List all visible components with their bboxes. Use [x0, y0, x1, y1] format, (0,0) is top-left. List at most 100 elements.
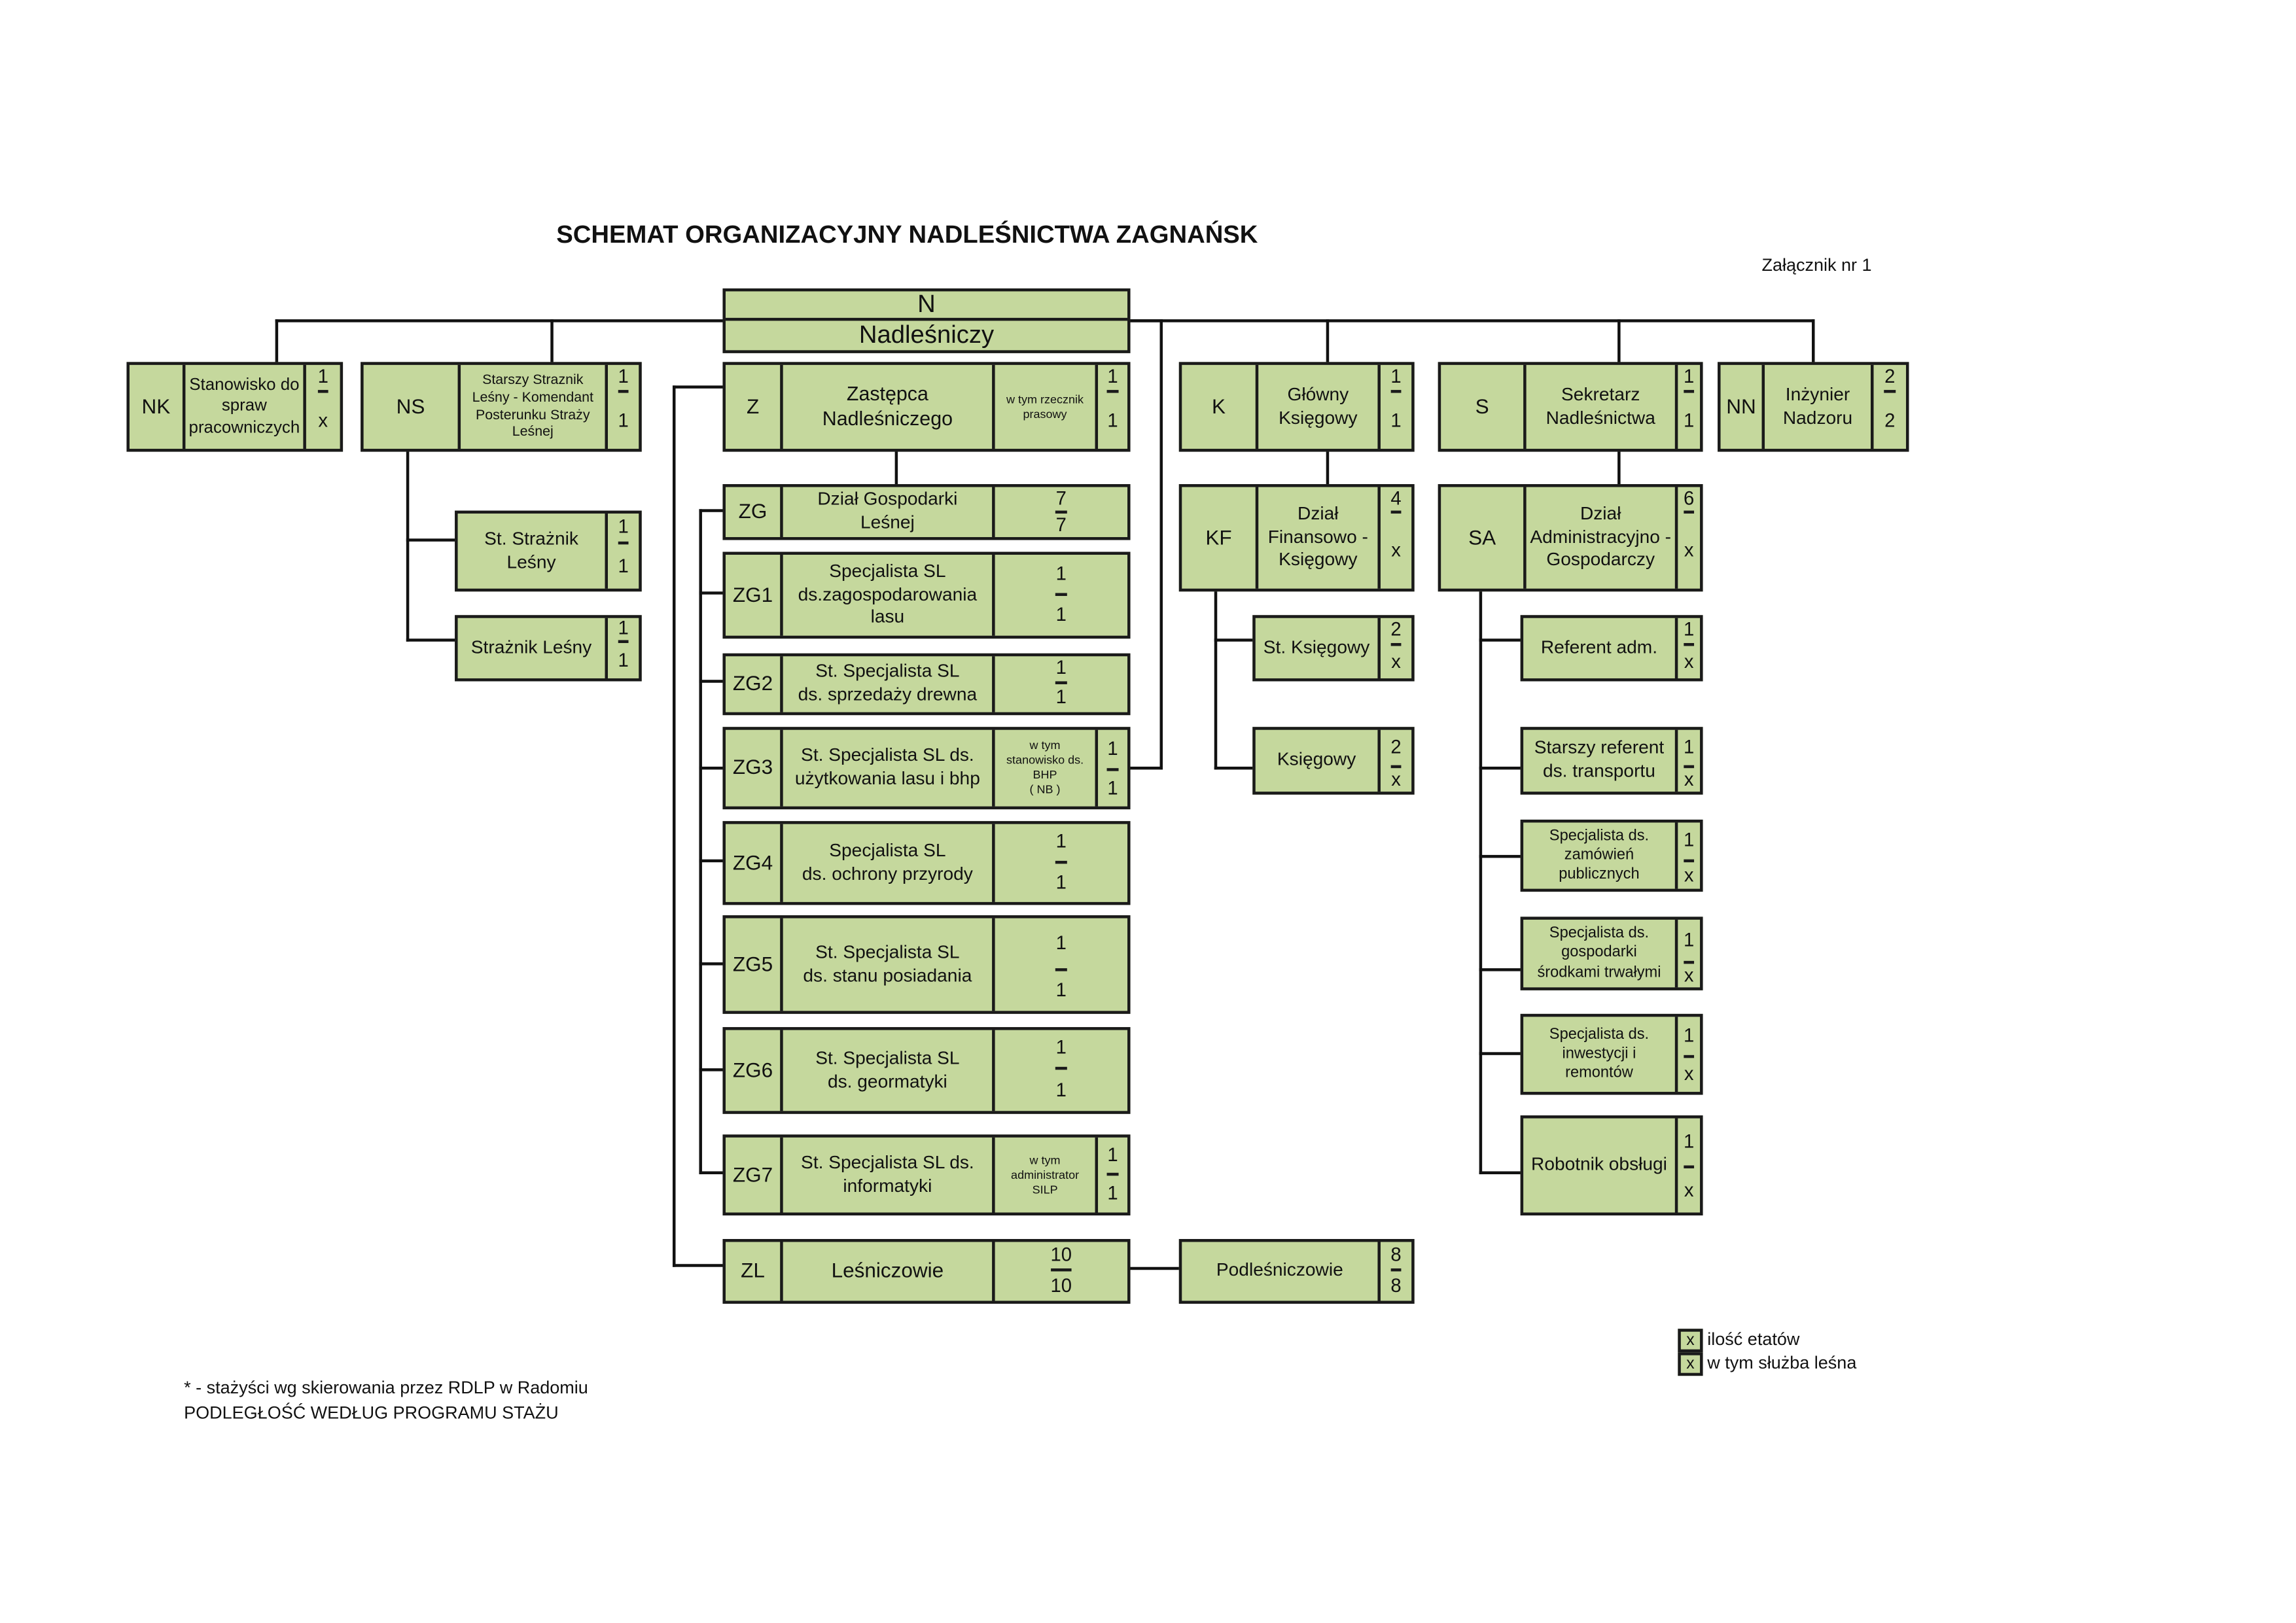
connector-line — [1479, 1052, 1522, 1055]
connector-line — [1160, 319, 1163, 769]
connector-line — [550, 319, 554, 364]
forest-service-count: 1 — [1107, 1182, 1118, 1204]
connector-line — [1129, 319, 1814, 323]
unit-code: NK — [141, 394, 171, 418]
connector-line — [275, 319, 724, 323]
connector-line — [1326, 319, 1329, 364]
forest-service-count: x — [1684, 1178, 1694, 1201]
forest-service-count: 1 — [1107, 409, 1118, 431]
unit-N: N Nadleśniczy — [722, 288, 1131, 353]
annex-label: Załącznik nr 1 — [1761, 254, 1872, 275]
connector-line — [1479, 855, 1522, 858]
forest-service-count: 1 — [1390, 409, 1402, 431]
connector-line — [406, 638, 456, 642]
forest-service-count: x — [1684, 767, 1694, 790]
total-posts-count: 1 — [1055, 656, 1067, 684]
unit-title: Robotnik obsługi — [1531, 1153, 1667, 1175]
unit-title: Specjalista ds. zamówień publicznych — [1549, 826, 1650, 883]
total-posts-count: 1 — [1107, 730, 1118, 771]
total-posts-count: 8 — [1390, 1242, 1402, 1272]
unit-code: SA — [1468, 525, 1496, 549]
forest-service-count: x — [1391, 539, 1401, 561]
forest-service-count: x — [1684, 963, 1694, 986]
forest-service-count: x — [1391, 650, 1401, 672]
unit-code: ZG1 — [732, 582, 773, 606]
unit-title: St. Specjalista SL ds. sprzedaży drewna — [780, 656, 992, 712]
total-posts-count: 1 — [1055, 1030, 1067, 1070]
unit-code: NN — [1726, 394, 1756, 418]
unit-note: w tym rzecznik prasowy — [992, 364, 1095, 449]
unit-title: Dział Administracyjno - Gospodarczy — [1523, 487, 1675, 589]
total-posts-count: 1 — [1055, 555, 1067, 597]
total-posts-count: 7 — [1055, 487, 1067, 514]
connector-line — [699, 680, 724, 683]
unit-code: ZL — [741, 1258, 765, 1282]
forest-service-count: x — [1684, 650, 1694, 672]
unit-code: ZG5 — [732, 951, 773, 975]
forest-service-count: 1 — [618, 409, 629, 431]
unit-title: Główny Księgowy — [1255, 364, 1378, 449]
unit-title: Zastępca Nadleśniczego — [780, 364, 992, 449]
connector-line — [699, 767, 724, 769]
connector-line — [1479, 1172, 1522, 1174]
total-posts-count: 1 — [618, 618, 629, 643]
forest-service-count: 1 — [618, 648, 629, 671]
connector-line — [1214, 767, 1254, 769]
total-posts-count: 2 — [1884, 365, 1896, 393]
unit-code: S — [1475, 394, 1489, 418]
forest-service-count: 1 — [1055, 979, 1067, 1002]
unit-title: Dział Gospodarki Leśnej — [780, 487, 992, 538]
unit-title: St. Specjalista SL ds. użytkowania lasu … — [780, 729, 992, 807]
connector-line — [699, 962, 724, 966]
total-posts-count: 1 — [1107, 1138, 1118, 1176]
unit-code: K — [1211, 394, 1226, 418]
connector-line — [673, 385, 675, 1267]
unit-code: ZG4 — [732, 850, 773, 874]
unit-zg2: ZG2 St. Specjalista SL ds. sprzedaży drew… — [722, 653, 1131, 716]
connector-line — [673, 1264, 724, 1267]
total-posts-count: 6 — [1684, 487, 1695, 514]
unit-title: Specjalista ds. inwestycji i remontów — [1549, 1025, 1650, 1082]
total-posts-count: 1 — [317, 365, 328, 393]
connector-line — [699, 509, 702, 1174]
unit-code: ZG2 — [732, 671, 773, 695]
unit-title: Starszy Straznik Leśny - Komendant Poste… — [457, 364, 605, 449]
total-posts-count: 1 — [1055, 824, 1067, 864]
total-posts-count: 1 — [1055, 918, 1067, 971]
connector-line — [1129, 767, 1163, 769]
forest-service-count: 1 — [1055, 871, 1067, 894]
total-posts-count: 1 — [1684, 730, 1695, 768]
total-posts-count: 4 — [1390, 487, 1402, 514]
unit-sa4: Specjalista ds. gospodarki środkami trwa… — [1520, 916, 1703, 990]
forest-service-count: 7 — [1055, 514, 1067, 536]
unit-title: Dział Finansowo - Księgowy — [1255, 487, 1378, 589]
connector-line — [1129, 319, 1163, 323]
forest-service-count: 1 — [618, 554, 629, 577]
